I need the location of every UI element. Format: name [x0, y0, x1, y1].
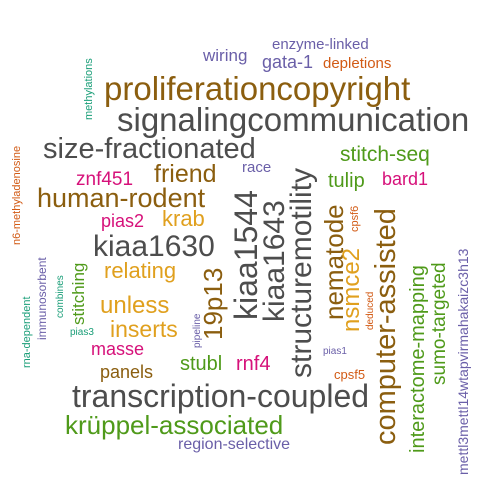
word-krab: krab — [162, 206, 205, 231]
word-proliferationcopyright: proliferationcopyright — [104, 70, 411, 107]
word-interactome-mapping: interactome-mapping — [407, 265, 429, 453]
word-cpsf6: cpsf6 — [349, 205, 361, 232]
word-mettl3mettl14wtapvirmahakaizc3h13: mettl3mettl14wtapvirmahakaizc3h13 — [455, 248, 471, 475]
word-methylations: methylations — [83, 58, 95, 120]
word-inserts: inserts — [110, 316, 178, 342]
word-region-selective: region-selective — [178, 436, 291, 453]
word-cpsf5: cpsf5 — [334, 367, 366, 382]
word-computer-assisted: computer-assisted — [370, 208, 402, 445]
word-stitch-seq: stitch-seq — [340, 143, 430, 166]
word-pipeline: pipeline — [192, 313, 203, 348]
word-depletions: depletions — [323, 55, 392, 72]
word-gata-1: gata-1 — [262, 52, 314, 72]
word-wiring: wiring — [203, 46, 248, 65]
word-n6-methyladenosine: n6-methyladenosine — [11, 145, 23, 245]
word-kruppel-associated: krüppel-associated — [65, 410, 284, 440]
word-combines: combines — [55, 275, 66, 318]
word-relating: relating — [104, 258, 177, 283]
word-nsmce2: nsmce2 — [338, 247, 365, 332]
word-pias3: pias3 — [70, 327, 94, 338]
word-tulip: tulip — [328, 170, 365, 192]
word-masse: masse — [91, 339, 145, 359]
word-human-rodent: human-rodent — [37, 183, 206, 213]
word-size-fractionated: size-fractionated — [43, 133, 256, 165]
word-unless: unless — [100, 292, 170, 319]
word-race: race — [242, 159, 272, 176]
word-signalingcommunication: signalingcommunication — [117, 101, 470, 138]
word-znf451: znf451 — [76, 169, 134, 190]
word-19p13: 19p13 — [198, 267, 228, 340]
word-stitching: stitching — [69, 262, 88, 325]
word-bard1: bard1 — [382, 169, 429, 189]
word-deduced: deduced — [365, 291, 376, 330]
word-pias2: pias2 — [101, 211, 145, 231]
word-sumo-targeted: sumo-targeted — [429, 262, 450, 385]
word-stubl: stubl — [180, 353, 223, 375]
word-kiaa1630: kiaa1630 — [93, 230, 215, 263]
word-structuremotility: structuremotility — [285, 167, 318, 378]
word-pias1: pias1 — [323, 346, 347, 357]
word-panels: panels — [100, 362, 154, 382]
word-transcription-coupled: transcription-coupled — [72, 378, 370, 414]
word-rna-dependent: rna-dependent — [21, 296, 33, 368]
word-immunosorbent: immunosorbent — [35, 257, 49, 340]
word-friend: friend — [154, 160, 217, 188]
word-enzyme-linked: enzyme-linked — [272, 36, 369, 53]
word-rnf4: rnf4 — [236, 353, 271, 375]
